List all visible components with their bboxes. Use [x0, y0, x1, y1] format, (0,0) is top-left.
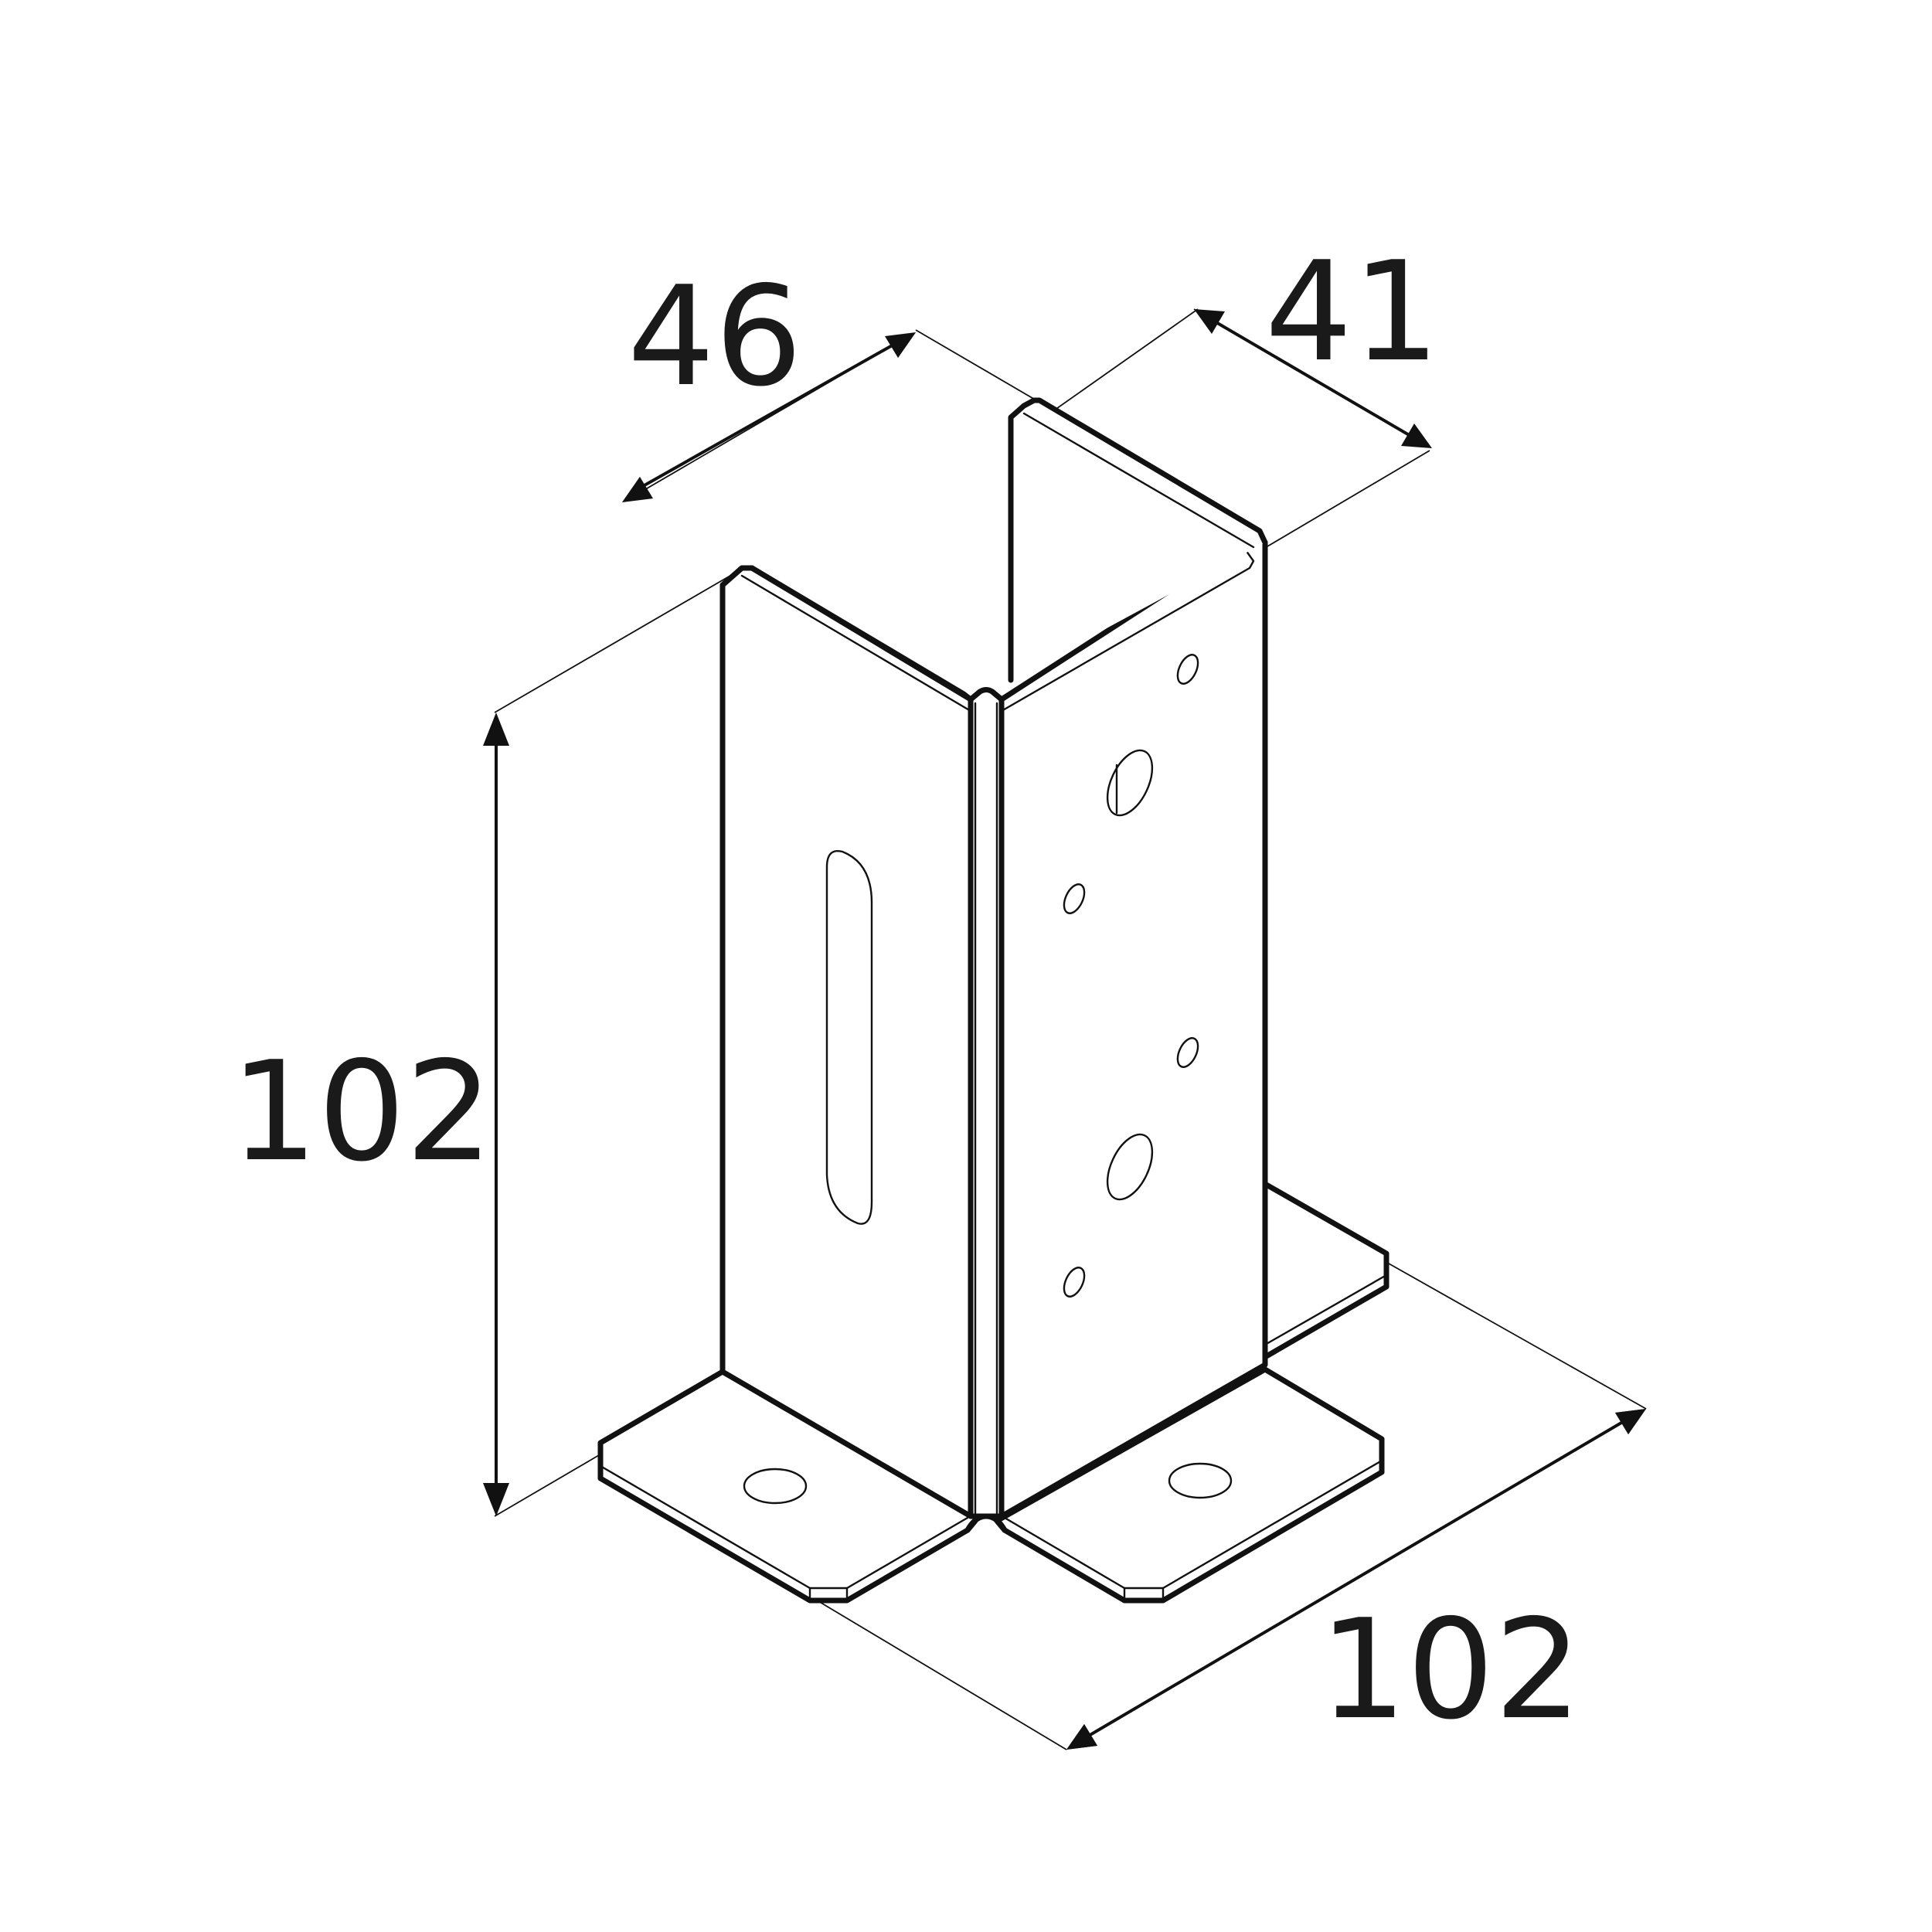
dimension-102-base: 102	[1066, 1409, 1646, 1750]
dimension-102-height: 102	[230, 713, 509, 1516]
vertical-slot	[825, 850, 873, 1225]
dimension-46: 46	[622, 257, 916, 502]
dimension-label-41: 41	[1265, 232, 1440, 392]
dimension-label-46: 46	[628, 257, 803, 417]
left-panel	[719, 565, 974, 1519]
dimension-label-102-base: 102	[1319, 1590, 1582, 1750]
center-fold	[968, 687, 1005, 1519]
base-hole-right	[1168, 1462, 1233, 1499]
hole-small-2	[1063, 883, 1086, 914]
hole-large-1	[1106, 749, 1154, 817]
hole-small-1	[1176, 654, 1199, 685]
dimension-label-102-height: 102	[230, 1032, 493, 1192]
base-hole-left	[743, 1468, 808, 1505]
base-plate	[597, 1181, 1389, 1604]
dimension-41: 41	[1194, 232, 1440, 448]
left-top-edge	[719, 565, 974, 702]
hole-small-4	[1063, 1267, 1086, 1298]
hole-small-3	[1176, 1037, 1199, 1068]
hole-large-2	[1106, 1133, 1154, 1201]
right-panel	[998, 530, 1268, 1519]
back-flange	[1008, 397, 1268, 683]
